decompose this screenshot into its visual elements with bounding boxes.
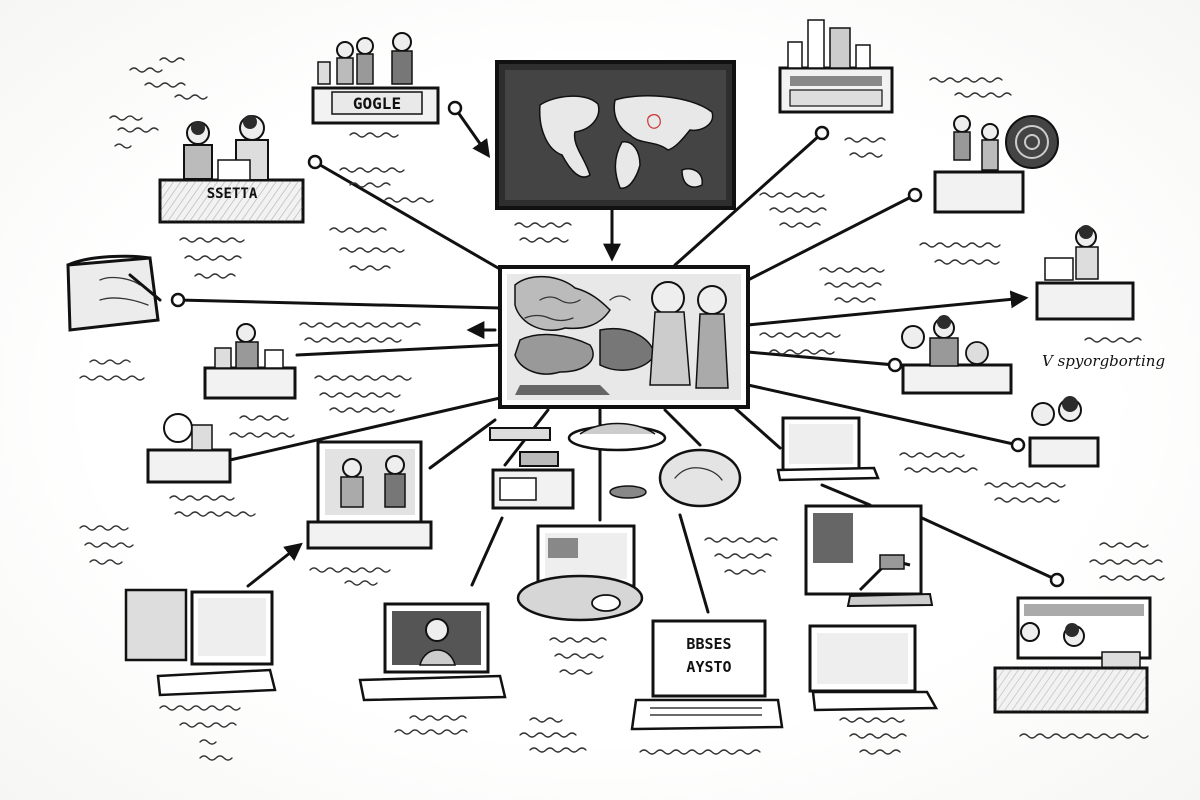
edge-center-to-topright [673,133,822,267]
laptop-right-upper [776,416,880,482]
edge-center-to-rightdesk [746,290,1029,327]
edge-center-to-studio [746,193,917,282]
edge-center-to-desk [295,343,502,357]
edge-center-to-food [663,408,702,447]
edge-food-to-laptop [678,513,710,614]
handwriting-scribbles [79,57,1165,761]
desk-left [203,323,297,400]
laptop-text-line-2: AYSTO [686,658,731,676]
edge-monitor-to-booth [920,516,1059,582]
edge-center-to-radio [746,350,897,367]
connections [170,100,1065,614]
edge-center-to-tv [428,418,497,470]
world-map-screen [495,60,736,210]
shelf-stack [489,427,575,510]
edge-center-to-box [176,298,502,310]
laptop-text-line-1: BBSES [686,635,731,653]
desk-right [1035,225,1135,321]
radio-studio [901,315,1013,395]
edge-center-to-laptopdesk [228,396,502,462]
tv-interview [306,440,433,550]
laptop-bottom-right [808,624,939,712]
family-portrait [1028,396,1100,468]
edge-center-to-leftbooth [313,160,507,274]
edge-topleft-booth-to-map [453,106,491,158]
food-items [567,422,742,508]
booth-left: SSETTA [158,115,305,224]
booth-sign-text: GOGLE [353,94,401,113]
laptop-video-call [358,602,507,702]
edge-computer-to-tv [246,542,303,588]
edge-laptop-to-monitor [820,483,872,507]
computer-bottom-left [124,588,277,697]
edge-shelf-to-laptop [470,516,504,587]
center-media-monitor [498,265,750,409]
booth-bottom-right [993,596,1152,714]
laptop-news-text: BBSES AYSTO [630,619,784,731]
laptop-desk-left [146,413,232,484]
edge-center-to-family [746,383,1020,447]
booth-left-sign: SSETTA [207,186,258,202]
storage-box-left [66,254,162,332]
studio-record-speaker [933,115,1059,214]
monitor-robot-arm [804,504,934,608]
booth-top-right [778,19,894,114]
booth-top-left: GOGLE [311,32,440,125]
laptop-middle [516,524,644,622]
right-caption: V spyorgborting [1042,352,1165,370]
edge-center-to-laptop-right [733,406,782,450]
